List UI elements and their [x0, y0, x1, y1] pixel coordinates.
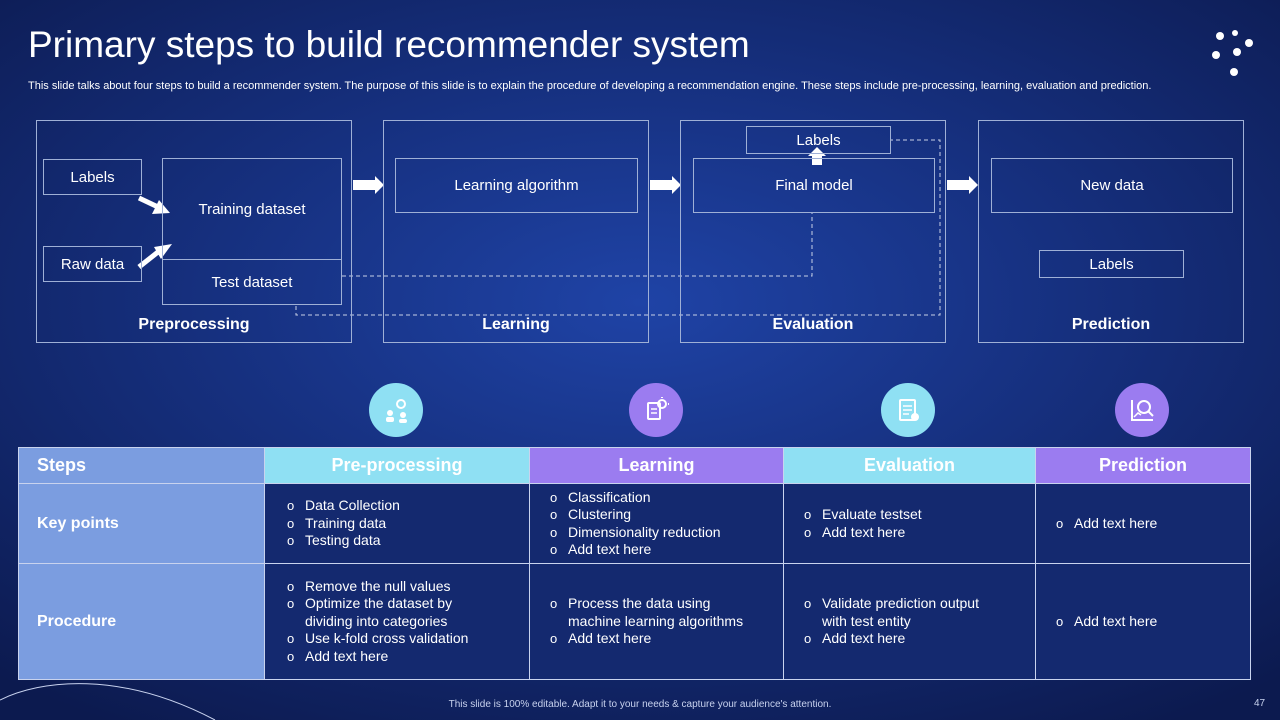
list-item: Add text here	[1056, 613, 1249, 631]
diagram-connectors	[295, 139, 941, 316]
raw-data-box: Raw data	[43, 246, 142, 282]
new-data-box: New data	[991, 158, 1233, 213]
cell-key-points-evaluation: Evaluate testset Add text here	[783, 483, 1036, 564]
cell-procedure-preprocessing: Remove the null values Optimize the data…	[264, 563, 530, 680]
evaluation-labels-box: Labels	[746, 126, 891, 154]
list-item: Add text here	[550, 541, 782, 559]
list-item: Training data	[287, 515, 528, 533]
test-dataset-box: Test dataset	[162, 259, 342, 305]
list-item: Add text here	[287, 648, 487, 666]
final-model-box: Final model	[693, 158, 935, 213]
list-item: Add text here	[1056, 515, 1249, 533]
list-item: Testing data	[287, 532, 528, 550]
labels-box: Labels	[43, 159, 142, 195]
training-dataset-box: Training dataset	[162, 158, 342, 260]
idea-book-icon	[629, 383, 683, 437]
learning-algorithm-box: Learning algorithm	[395, 158, 638, 213]
cell-key-points-learning: Classification Clustering Dimensionality…	[529, 483, 784, 564]
list-item: Data Collection	[287, 497, 528, 515]
footer-note: This slide is 100% editable. Adapt it to…	[448, 699, 832, 710]
list-item: Add text here	[550, 630, 760, 648]
table-row-key-points: Key points Data Collection Training data…	[18, 483, 1251, 564]
list-item: Use k-fold cross validation	[287, 630, 487, 648]
header-learning: Learning	[529, 447, 784, 484]
learning-stage-box	[383, 120, 649, 343]
prediction-stage-box	[978, 120, 1244, 343]
list-item: Remove the null values	[287, 578, 487, 596]
page-title: Primary steps to build recommender syste…	[28, 24, 750, 65]
header-pre-processing: Pre-processing	[264, 447, 530, 484]
list-item: Validate prediction output with test ent…	[804, 595, 1004, 630]
list-item: Classification	[550, 489, 782, 507]
stage-label-preprocessing: Preprocessing	[138, 316, 250, 333]
cell-procedure-evaluation: Validate prediction output with test ent…	[783, 563, 1036, 680]
team-gear-icon	[369, 383, 423, 437]
chart-analysis-icon	[1115, 383, 1169, 437]
decorative-curve	[0, 683, 216, 720]
table-row-procedure: Procedure Remove the null values Optimiz…	[18, 563, 1251, 680]
header-steps: Steps	[18, 447, 265, 484]
list-item: Process the data using machine learning …	[550, 595, 760, 630]
stage-label-learning: Learning	[482, 316, 550, 333]
cell-procedure-prediction: Add text here	[1035, 563, 1251, 680]
stage-label-evaluation: Evaluation	[772, 316, 854, 333]
page-number: 47	[1254, 698, 1266, 709]
evaluation-stage-box	[680, 120, 946, 343]
list-item: Clustering	[550, 506, 782, 524]
page-subtitle: This slide talks about four steps to bui…	[28, 80, 1152, 92]
cell-key-points-preprocessing: Data Collection Training data Testing da…	[264, 483, 530, 564]
cell-key-points-prediction: Add text here	[1035, 483, 1251, 564]
cell-procedure-learning: Process the data using machine learning …	[529, 563, 784, 680]
list-item: Dimensionality reduction	[550, 524, 782, 542]
stage-label-prediction: Prediction	[1071, 316, 1151, 333]
table-header-row: Steps Pre-processing Learning Evaluation…	[18, 447, 1251, 484]
header-evaluation: Evaluation	[783, 447, 1036, 484]
list-item: Add text here	[804, 630, 1004, 648]
checklist-icon	[881, 383, 935, 437]
list-item: Evaluate testset	[804, 506, 1034, 524]
header-prediction: Prediction	[1035, 447, 1251, 484]
steps-table: Steps Pre-processing Learning Evaluation…	[18, 447, 1251, 680]
preprocessing-stage-box	[36, 120, 352, 343]
row-label-key-points: Key points	[18, 483, 265, 564]
list-item: Add text here	[804, 524, 1034, 542]
list-item: Optimize the dataset by dividing into ca…	[287, 595, 487, 630]
dots-logo-icon	[1212, 30, 1253, 76]
prediction-labels-box: Labels	[1039, 250, 1184, 278]
